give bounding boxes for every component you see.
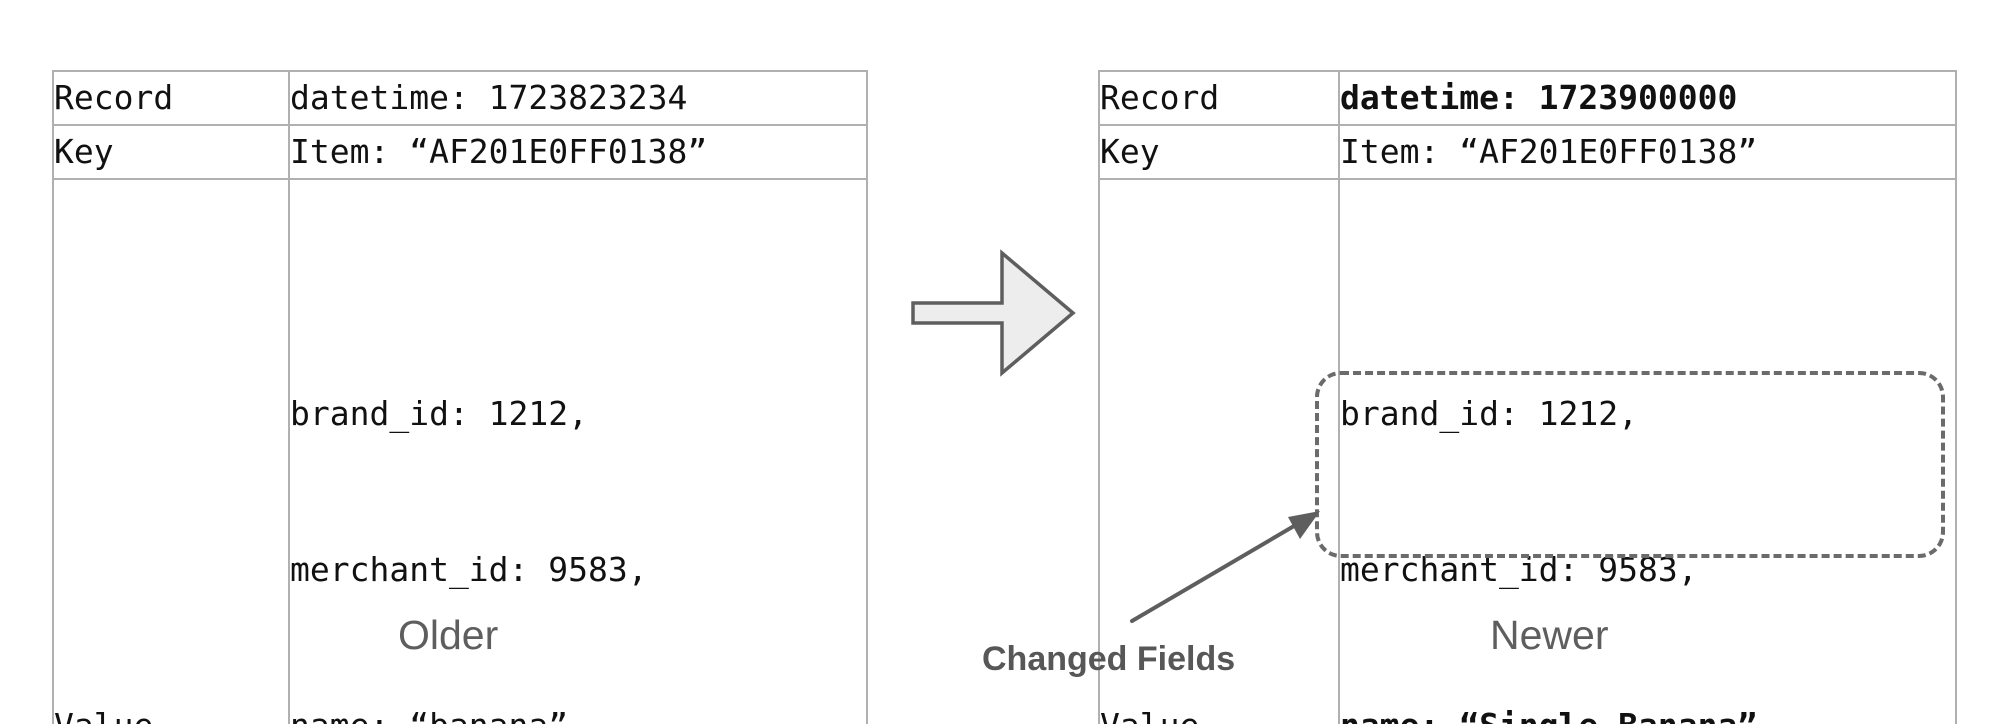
newer-value-line-brand-id: brand_id: 1212, [1340, 394, 1639, 433]
older-value-body: brand_id: 1212, merchant_id: 9583, name:… [288, 178, 868, 724]
newer-value-line-merchant-id: merchant_id: 9583, [1340, 550, 1698, 589]
older-value-line-brand-id: brand_id: 1212, [290, 394, 589, 433]
newer-value-label: Value [1098, 178, 1340, 724]
table-row: Value brand_id: 1212, merchant_id: 9583,… [52, 178, 868, 724]
older-value-line-merchant-id: merchant_id: 9583, [290, 550, 648, 589]
older-record-table: Record datetime: 1723823234 Key Item: “A… [52, 70, 868, 724]
right-block-arrow-icon [911, 249, 1076, 377]
table-row: Record datetime: 1723900000 [1098, 70, 1957, 126]
table-row: Key Item: “AF201E0FF0138” [1098, 124, 1957, 180]
newer-key-label: Key [1098, 124, 1340, 180]
older-key-value: Item: “AF201E0FF0138” [288, 124, 868, 180]
newer-caption: Newer [1490, 612, 1609, 658]
older-value-label: Value [52, 178, 290, 724]
newer-key-value: Item: “AF201E0FF0138” [1338, 124, 1957, 180]
callout-arrow-icon [1130, 511, 1320, 623]
older-caption: Older [398, 612, 499, 658]
table-row: Record datetime: 1723823234 [52, 70, 868, 126]
older-record-label: Record [52, 70, 290, 126]
table-row: Key Item: “AF201E0FF0138” [52, 124, 868, 180]
older-record-value: datetime: 1723823234 [288, 70, 868, 126]
newer-record-value: datetime: 1723900000 [1338, 70, 1957, 126]
newer-value-line-name: name: “Single Banana”, [1340, 700, 1955, 724]
newer-record-table: Record datetime: 1723900000 Key Item: “A… [1098, 70, 1957, 724]
older-key-label: Key [52, 124, 290, 180]
newer-record-label: Record [1098, 70, 1340, 126]
newer-value-body: brand_id: 1212, merchant_id: 9583, name:… [1338, 178, 1957, 724]
older-value-line-name: name: “banana”, [290, 700, 866, 724]
changed-fields-label: Changed Fields [982, 640, 1236, 678]
